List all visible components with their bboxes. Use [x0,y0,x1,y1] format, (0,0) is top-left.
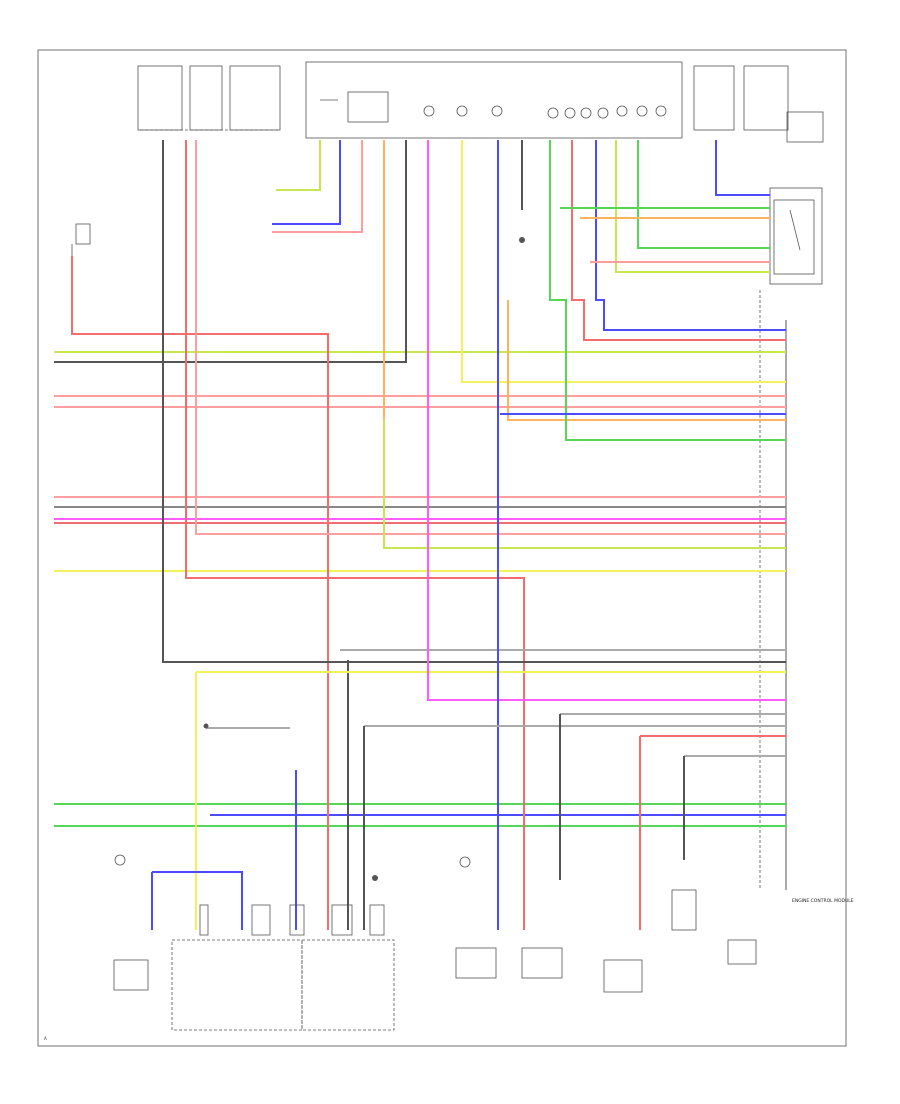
wires [54,140,786,930]
fuse-box-group [137,61,824,143]
meter-internals [320,91,667,123]
connector-pins [199,904,385,936]
corner-tag: A [44,1036,47,1041]
combination-meter-box [305,61,683,139]
bottom-components [113,237,757,1031]
diagram-frame [37,49,847,1047]
ecm-label: ENGINE CONTROL MODULE [792,898,854,904]
left-switch [71,223,91,256]
right-relay [773,199,815,275]
ecm-block [759,187,823,890]
